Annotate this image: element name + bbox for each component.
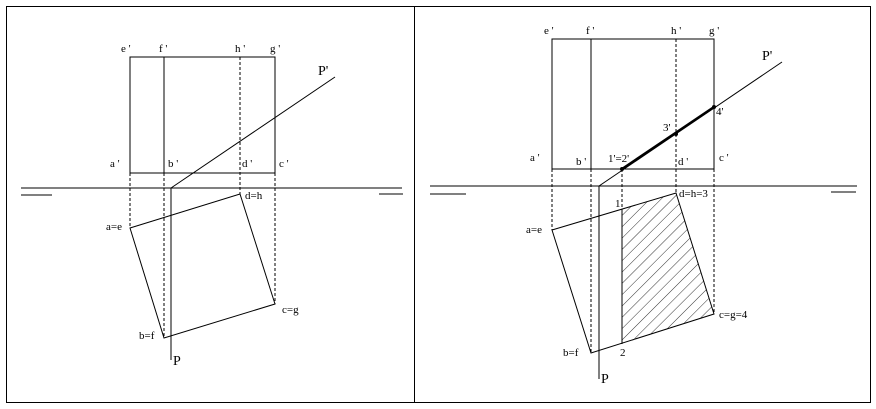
right-panel: e ' f ' h ' g ' a ' b ' 1'=2' d ' c ' 3'… [430, 25, 857, 387]
label-c-g-4: c=g=4 [719, 309, 748, 321]
label-2: 2 [620, 347, 626, 359]
label-f-prime: f ' [586, 25, 594, 37]
top-view-square [551, 192, 715, 354]
point-4-prime [712, 105, 716, 109]
label-P-prime: P' [318, 64, 328, 79]
point-3-prime [674, 132, 678, 136]
label-e-prime: e ' [121, 43, 131, 55]
front-view-rectangle [551, 38, 715, 170]
label-d-h-3: d=h=3 [679, 188, 708, 200]
label-c-g: c=g [282, 304, 299, 316]
label-b-f: b=f [139, 330, 155, 342]
front-view-rectangle [129, 56, 276, 174]
label-d-h: d=h [245, 190, 263, 202]
label-h-prime: h ' [235, 43, 245, 55]
label-3-prime: 3' [663, 122, 671, 134]
label-c-prime: c ' [279, 158, 289, 170]
label-g-prime: g ' [270, 43, 280, 55]
label-d-prime: d ' [678, 156, 688, 168]
label-b-prime: b ' [576, 156, 586, 168]
outer-frame [6, 6, 871, 403]
point-1-2-prime [620, 167, 624, 171]
section-hatch [622, 193, 714, 344]
left-panel: e ' f ' h ' g ' a ' b ' d ' c ' P' P a=e… [21, 43, 403, 369]
label-a-prime: a ' [530, 152, 540, 164]
label-P: P [173, 354, 181, 369]
label-1-2-prime: 1'=2' [608, 153, 629, 165]
label-P-prime: P' [762, 49, 772, 64]
label-b-prime: b ' [168, 158, 178, 170]
label-P: P [601, 372, 609, 387]
label-g-prime: g ' [709, 25, 719, 37]
label-e-prime: e ' [544, 25, 554, 37]
label-b-f: b=f [563, 347, 579, 359]
label-h-prime: h ' [671, 25, 681, 37]
label-c-prime: c ' [719, 152, 729, 164]
label-a-prime: a ' [110, 158, 120, 170]
top-view-square [129, 193, 276, 339]
section-line-front [621, 106, 715, 170]
label-a-e: a=e [106, 221, 122, 233]
label-a-e: a=e [526, 224, 542, 236]
label-1: 1 [615, 198, 621, 210]
label-f-prime: f ' [159, 43, 167, 55]
label-d-prime: d ' [242, 158, 252, 170]
label-4-prime: 4' [716, 106, 724, 118]
plane-trace-front [170, 76, 336, 189]
